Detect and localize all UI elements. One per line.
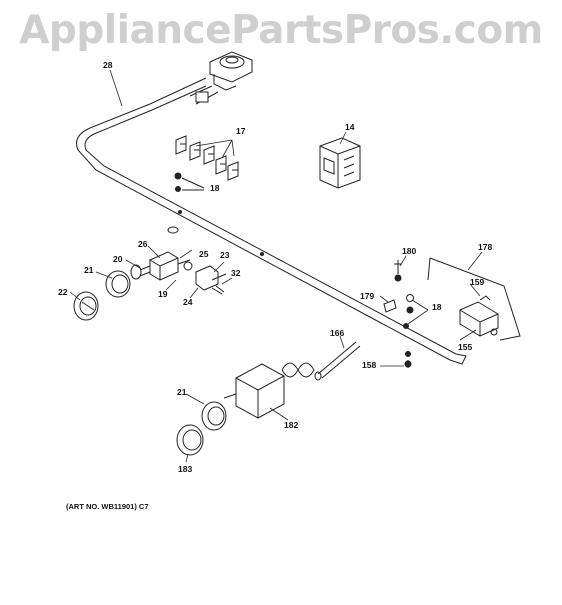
burner-head-part <box>189 51 253 105</box>
oven-thermostat-part <box>223 363 285 419</box>
knob-bezel-left-part <box>105 270 131 298</box>
callout-183: 183 <box>178 464 192 474</box>
callout-155: 155 <box>458 342 472 352</box>
callout-179: 179 <box>360 291 374 301</box>
callout-180: 180 <box>402 246 416 256</box>
callout-18-upper: 18 <box>210 183 220 193</box>
callout-166: 166 <box>330 328 344 338</box>
callout-22: 22 <box>58 287 68 297</box>
callout-159: 159 <box>470 277 484 287</box>
control-knob-left-part <box>73 291 99 321</box>
callout-20: 20 <box>113 254 123 264</box>
callout-24: 24 <box>183 297 193 307</box>
callout-158: 158 <box>362 360 376 370</box>
callout-178: 178 <box>478 242 492 252</box>
callout-21-bottom: 21 <box>177 387 187 397</box>
callout-17: 17 <box>236 126 246 136</box>
callout-28: 28 <box>103 60 113 70</box>
callout-182: 182 <box>284 420 298 430</box>
leader-lines <box>69 69 483 463</box>
callout-32: 32 <box>231 268 241 278</box>
callout-26: 26 <box>138 239 148 249</box>
art-number: (ART NO. WB11901) C7 <box>66 502 149 511</box>
callout-14: 14 <box>345 122 355 132</box>
callout-labels: 28 17 14 18 26 25 20 23 21 32 22 19 24 1… <box>58 60 492 511</box>
gas-valve-part <box>130 226 191 281</box>
ignition-wire-part <box>427 257 521 341</box>
igniter-part <box>459 295 499 337</box>
screws-upper-part <box>174 172 205 192</box>
ignition-switch-part <box>183 261 227 295</box>
valve-clips-part <box>175 135 239 181</box>
gas-manifold-pipe <box>76 77 467 365</box>
right-side-fittings <box>383 260 414 368</box>
knob-bezel-bottom-part <box>201 401 227 431</box>
callout-19: 19 <box>158 289 168 299</box>
callout-23: 23 <box>220 250 230 260</box>
control-knob-bottom-part <box>176 424 204 456</box>
switch-block-part <box>319 137 361 189</box>
callout-21-left: 21 <box>84 265 94 275</box>
callout-25: 25 <box>199 249 209 259</box>
thermostat-bulb-part <box>281 341 361 381</box>
callout-18-right: 18 <box>432 302 442 312</box>
